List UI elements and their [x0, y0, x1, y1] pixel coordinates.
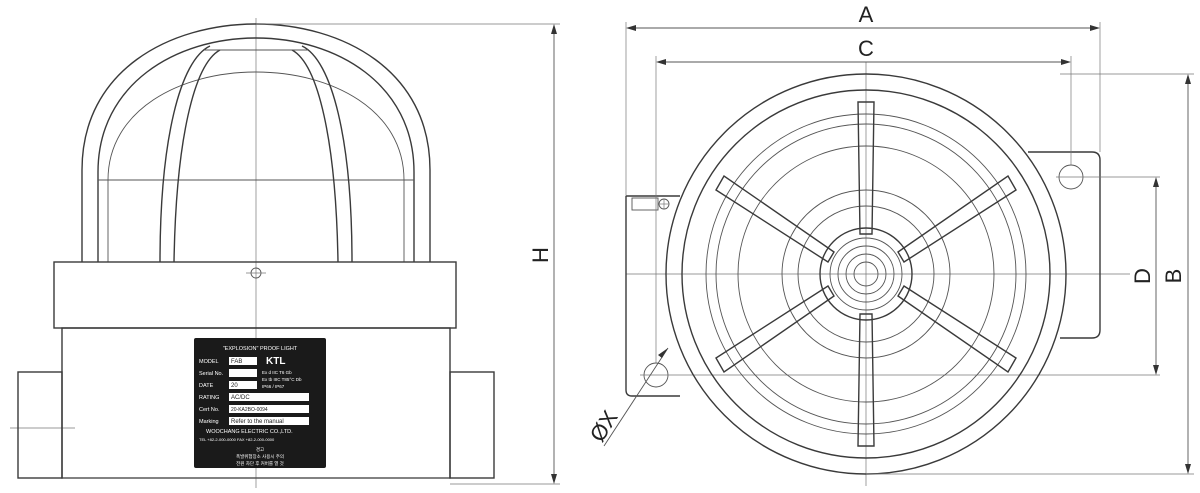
globe-ring-4: [781, 189, 951, 359]
spoke-upper-left: [715, 174, 835, 263]
cert-line-3: IP66 / IP67: [262, 384, 285, 389]
guard-bar-left: [159, 45, 211, 263]
hub-ring-2: [837, 245, 895, 303]
hub-ring-3: [845, 253, 887, 295]
guard-inner-ring-top: [681, 89, 1051, 459]
globe-ring-5: [797, 205, 935, 343]
row-label-cert: Cert No.: [199, 407, 220, 413]
bracket-right: [1028, 151, 1101, 339]
spoke-bottom: [857, 313, 875, 447]
dimension-c: C: [655, 36, 1072, 363]
company-name: WOOCHANG ELECTRIC CO.,LTD.: [206, 429, 293, 435]
dimension-a: A: [625, 2, 1101, 196]
side-view: "EXPLOSION" PROOF LIGHT MODEL FAB Serial…: [10, 18, 560, 488]
row-label-marking: Marking: [199, 419, 219, 425]
spoke-lower-right: [897, 285, 1017, 374]
dimension-label-x: ØX: [585, 406, 623, 446]
dimension-label-h: H: [528, 247, 553, 263]
hub-ring-4: [853, 261, 879, 287]
footer-line-2: 폭발위험장소 사용시 주의: [236, 453, 284, 460]
dimension-d: D: [1130, 177, 1159, 375]
row-label-date: DATE: [199, 383, 214, 389]
dimension-h: H: [256, 23, 560, 485]
footer-line-3: 전원 차단 후 커버를 열 것: [236, 460, 284, 467]
glass-globe: [107, 71, 405, 262]
top-view: A C D B: [585, 2, 1194, 486]
globe-ring-1: [705, 113, 1027, 435]
cover-collar: [53, 261, 457, 329]
cert-line-1: Ex d IIC T6 Gb: [262, 370, 292, 375]
conduit-boss-left: [17, 371, 63, 479]
dimension-b: B: [866, 73, 1194, 475]
guard-bar-left-inner: [173, 49, 221, 263]
hub-outer: [819, 227, 913, 321]
leader-line-x: [603, 347, 669, 447]
spoke-upper-right: [897, 174, 1017, 263]
bracket-left: [625, 195, 680, 397]
earth-terminal: [631, 197, 659, 211]
row-label-model: MODEL: [199, 359, 219, 365]
row-value-date: 20: [231, 383, 238, 389]
dimension-label-c: C: [858, 36, 874, 61]
globe-ring-2: [715, 123, 1017, 425]
spoke-lower-left: [715, 285, 835, 374]
dimension-label-d: D: [1130, 268, 1155, 284]
guard-inner-ring: [97, 37, 415, 262]
hub-ring-1: [829, 237, 903, 311]
guard-bar-right: [301, 45, 353, 263]
dimension-label-a: A: [859, 2, 874, 27]
guard-spokes: [715, 101, 1017, 447]
nameplate: "EXPLOSION" PROOF LIGHT MODEL FAB Serial…: [194, 338, 326, 468]
row-value-model: FAB: [231, 359, 242, 365]
nameplate-rows: MODEL FAB Serial No. DATE 20 RATING AC/D…: [199, 357, 309, 425]
nameplate-header: "EXPLOSION" PROOF LIGHT: [223, 346, 298, 352]
company-tel: TEL +82-2-000-0000 FAX +82-2-000-0000: [199, 437, 275, 442]
dimension-label-b: B: [1161, 269, 1186, 284]
row-label-rating: RATING: [199, 395, 219, 401]
cert-line-2: Ex tb IIIC T85°C Db: [262, 377, 302, 382]
conduit-boss-right: [449, 371, 495, 479]
row-value-marking: Refer to the manual: [231, 419, 284, 425]
globe-ring-3: [737, 145, 995, 403]
row-value-cert: 20-KA2BO-0094: [231, 407, 268, 413]
nameplate-background: [194, 338, 326, 468]
row-label-serial: Serial No.: [199, 371, 224, 377]
spoke-top: [857, 101, 875, 235]
guard-bar-right-inner: [291, 49, 339, 263]
row-value-rating: AC/DC: [231, 395, 250, 401]
nameplate-brand: KTL: [266, 356, 285, 367]
footer-line-1: 경고: [256, 446, 264, 452]
